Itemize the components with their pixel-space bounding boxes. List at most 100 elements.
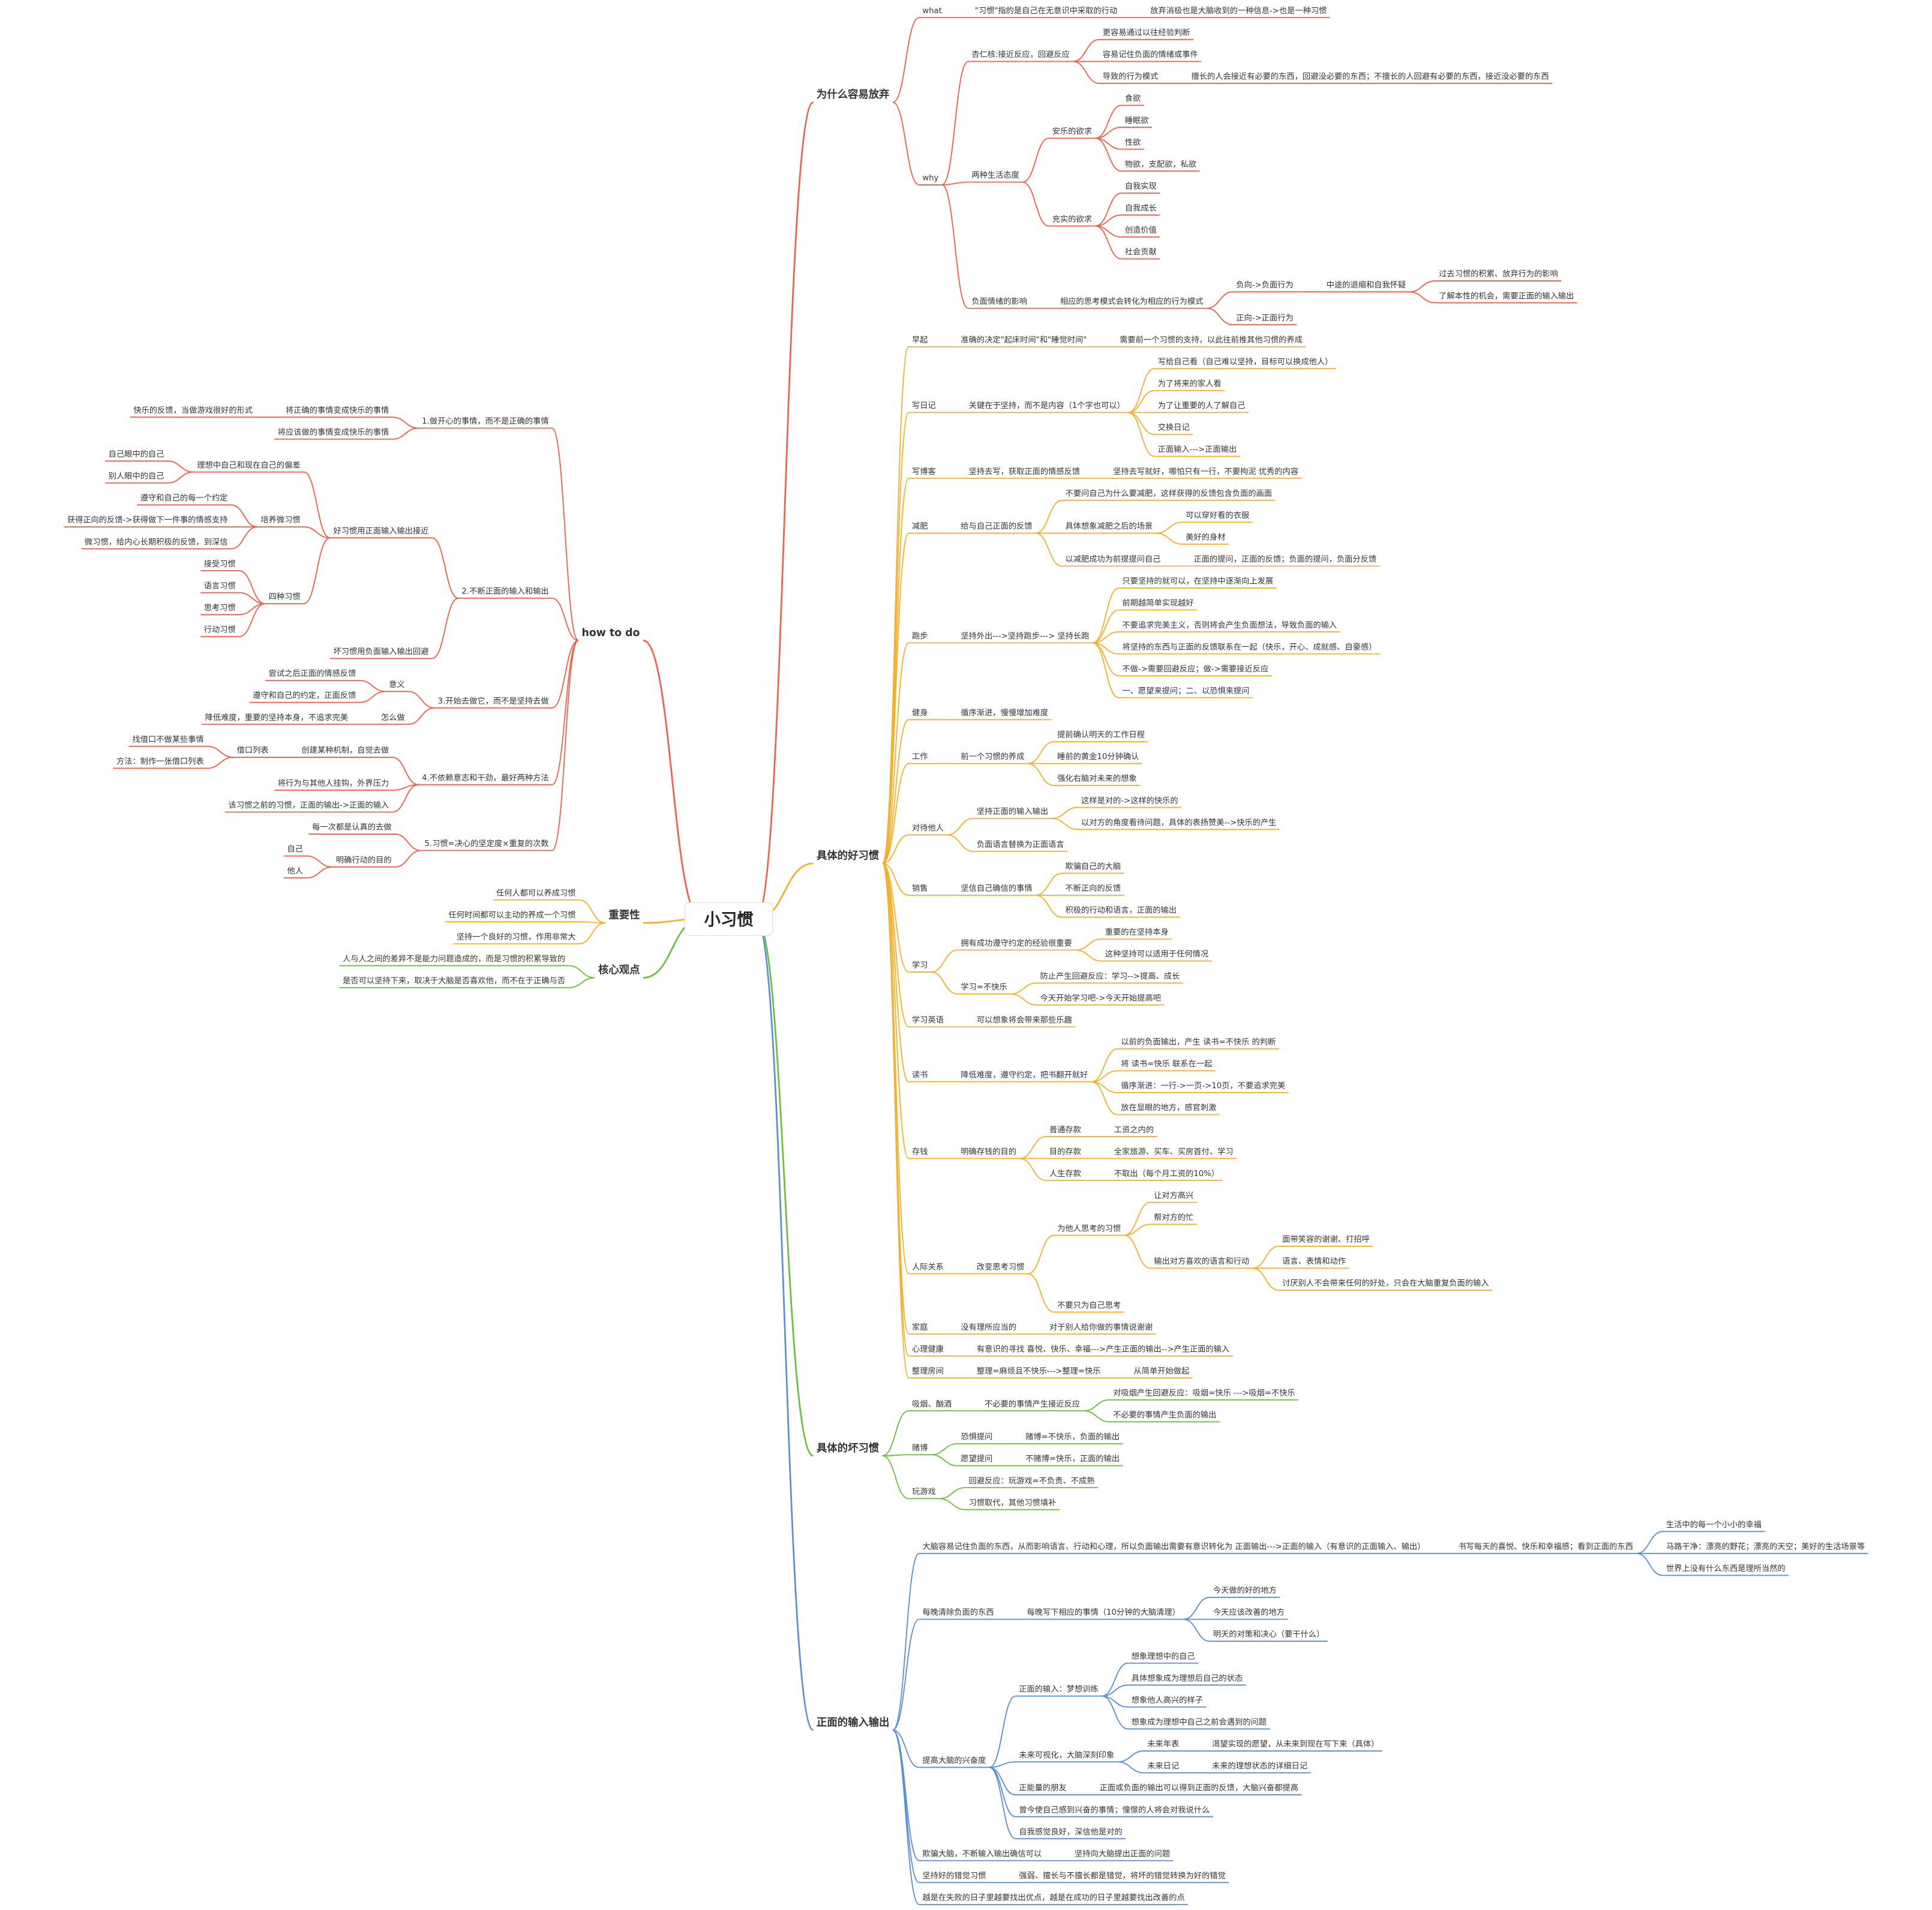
node-text[interactable]: 全家旅游、买车、买房首付、学习 xyxy=(1114,1146,1234,1156)
node-text[interactable]: 找借口不做某些事情 xyxy=(133,734,204,744)
node-text[interactable]: 坚持好的错觉习惯 xyxy=(922,1870,986,1881)
branch-title[interactable]: 重要性 xyxy=(608,909,640,922)
node-text[interactable]: 越是在失败的日子里越要找出优点，越是在成功的日子里越要找出改善的点 xyxy=(922,1893,1184,1903)
node-text[interactable]: 正能量的朋友 xyxy=(1019,1783,1067,1793)
node-text[interactable]: 提高大脑的兴奋度 xyxy=(922,1755,986,1765)
branch-title[interactable]: 正面的输入输出 xyxy=(817,1716,890,1729)
node-text[interactable]: 一、愿望来提问；二、以恐惧来提问 xyxy=(1122,686,1249,695)
node-text[interactable]: 跑步 xyxy=(912,631,928,641)
node-text[interactable]: 四种习惯 xyxy=(269,592,301,602)
node-text[interactable]: 语言习惯 xyxy=(204,580,236,590)
node-text[interactable]: 前一个习惯的养成 xyxy=(961,751,1024,761)
node-text[interactable]: 愿望提问 xyxy=(961,1454,992,1464)
node-text[interactable]: 该习惯之前的习惯，正面的输出->正面的输入 xyxy=(229,800,389,810)
node-text[interactable]: 正面输入--->正面输出 xyxy=(1158,445,1237,454)
node-text[interactable]: 今天应该改善的地方 xyxy=(1213,1607,1285,1617)
node-text[interactable]: 欺骗自己的大脑 xyxy=(1065,862,1121,871)
node-text[interactable]: 工作 xyxy=(912,752,928,761)
node-text[interactable]: 讨厌别人不会带来任何的好处，只会在大脑重复负面的输入 xyxy=(1282,1279,1489,1288)
node-text[interactable]: 强弱、擅长与不擅长都是错觉，将坏的错觉转换为好的错觉 xyxy=(1019,1870,1226,1881)
node-text[interactable]: 学习 xyxy=(912,961,928,970)
node-text[interactable]: 社会贡献 xyxy=(1125,247,1157,257)
branch-title[interactable]: 核心观点 xyxy=(598,964,640,976)
node-text[interactable]: 玩游戏 xyxy=(912,1487,936,1497)
node-text[interactable]: 学习英语 xyxy=(912,1015,944,1025)
node-text[interactable]: 正向->正面行为 xyxy=(1236,313,1293,323)
node-text[interactable]: 将正确的事情变成快乐的事情 xyxy=(286,406,389,415)
node-text[interactable]: 正面的输入：梦想训练 xyxy=(1019,1684,1099,1694)
node-text[interactable]: 整理=麻烦且不快乐--->整理=快乐 xyxy=(977,1366,1101,1376)
node-text[interactable]: 将应该做的事情变成快乐的事情 xyxy=(278,427,389,437)
node-text[interactable]: 语言、表情和动作 xyxy=(1282,1257,1346,1266)
node-text[interactable]: 4.不依赖意志和干劲，最好两种方法 xyxy=(422,772,548,782)
node-text[interactable]: 遵守和自己的约定，正面反馈 xyxy=(253,690,356,700)
node-text[interactable]: 负向->负面行为 xyxy=(1236,280,1293,290)
node-text[interactable]: 获得正向的反馈->获得做下一件事的情感支持 xyxy=(67,515,228,525)
node-text[interactable]: 怎么做 xyxy=(381,713,405,722)
node-text[interactable]: 想象成为理想中自己之前会遇到的问题 xyxy=(1132,1717,1267,1727)
node-text[interactable]: 书写每天的喜悦、快乐和幸福感；看到正面的东西 xyxy=(1458,1542,1633,1552)
node-text[interactable]: 前期越简单实现越好 xyxy=(1122,598,1193,608)
node-text[interactable]: 可以穿好看的衣服 xyxy=(1186,511,1249,520)
node-text[interactable]: 相应的思考模式会转化为相应的行为模式 xyxy=(1060,296,1204,306)
node-text[interactable]: 降低难度，重要的坚持本身，不追求完美 xyxy=(205,713,349,722)
node-text[interactable]: 这样是对的->这样的快乐的 xyxy=(1081,795,1178,805)
node-text[interactable]: 安乐的欲求 xyxy=(1052,127,1092,136)
node-text[interactable]: 让对方高兴 xyxy=(1154,1190,1193,1200)
node-text[interactable]: 创造价值 xyxy=(1125,226,1157,235)
node-text[interactable]: 自己 xyxy=(287,844,303,854)
node-text[interactable]: 每晚清除负面的东西 xyxy=(922,1608,994,1617)
node-text[interactable]: 任何人都可以养成习惯 xyxy=(496,887,576,898)
node-text[interactable]: 每晚写下相应的事情（10分钟的大脑清理） xyxy=(1027,1607,1180,1617)
node-text[interactable]: 更容易通过以往经验判断 xyxy=(1103,28,1190,38)
node-text[interactable]: 对吸烟产生回避反应：吸烟=快乐 --->吸烟=不快乐 xyxy=(1113,1388,1295,1398)
node-text[interactable]: 自我实现 xyxy=(1125,181,1157,191)
node-text[interactable]: 明确存钱的目的 xyxy=(961,1147,1016,1156)
node-text[interactable]: 自我成长 xyxy=(1125,203,1157,213)
node-text[interactable]: 杏仁核:接近反应，回避反应 xyxy=(971,49,1069,59)
node-text[interactable]: 心理健康 xyxy=(912,1344,944,1354)
node-text[interactable]: 放在显眼的地方，感官刺激 xyxy=(1121,1102,1216,1113)
node-text[interactable]: 可以想象将会带来那些乐趣 xyxy=(977,1015,1072,1025)
node-text[interactable]: 微习惯，给内心长期积极的反馈，到深信 xyxy=(85,536,228,547)
node-text[interactable]: 2.不断正面的输入和输出 xyxy=(461,587,548,596)
node-text[interactable]: 坏习惯用负面输入输出回避 xyxy=(334,646,429,656)
node-text[interactable]: 为了让重要的人了解自己 xyxy=(1158,401,1246,410)
node-text[interactable]: 两种生活态度 xyxy=(971,170,1019,180)
node-text[interactable]: 不必要的事情产生负面的输出 xyxy=(1113,1410,1216,1420)
node-text[interactable]: 减肥 xyxy=(912,521,928,531)
node-text[interactable]: 不取出（每个月工资的10%） xyxy=(1114,1169,1219,1179)
node-text[interactable]: 循序渐进，慢慢增加难度 xyxy=(961,707,1048,718)
branch-title[interactable]: 具体的好习惯 xyxy=(816,850,880,862)
node-text[interactable]: 坚信自己确信的事情 xyxy=(961,884,1032,893)
node-text[interactable]: 意义 xyxy=(389,679,405,689)
node-text[interactable]: 负面情绪的影响 xyxy=(971,296,1027,306)
node-text[interactable]: 以对方的角度看待问题，具体的表扬赞美-->快乐的产生 xyxy=(1081,818,1276,827)
node-text[interactable]: 物欲，支配欲，私欲 xyxy=(1125,160,1196,169)
node-text[interactable]: 赌博 xyxy=(912,1443,928,1453)
node-text[interactable]: 对于别人给你做的事情说谢谢 xyxy=(1049,1323,1153,1332)
node-text[interactable]: 负面语言替换为正面语言 xyxy=(977,839,1064,849)
node-text[interactable]: 准确的决定"起床时间"和"睡觉时间" xyxy=(961,335,1087,344)
node-text[interactable]: 不要只为自己思考 xyxy=(1057,1300,1121,1310)
node-text[interactable]: 自己眼中的自己 xyxy=(109,449,164,459)
node-text[interactable]: 1.做开心的事情，而不是正确的事情 xyxy=(422,416,548,426)
node-text[interactable]: 培养微习惯 xyxy=(260,515,300,525)
node-text[interactable]: 只要坚持的就可以，在坚持中逐渐向上发展 xyxy=(1122,577,1273,586)
node-text[interactable]: 睡前的黄金10分钟确认 xyxy=(1057,751,1139,761)
node-text[interactable]: 将 读书=快乐 联系在一起 xyxy=(1121,1059,1212,1069)
node-text[interactable]: 不要追求完美主义，否则将会产生负面想法，导致负面的输入 xyxy=(1122,620,1337,630)
node-text[interactable]: 正面或负面的输出可以得到正面的反馈，大脑兴奋都提高 xyxy=(1100,1783,1298,1793)
node-text[interactable]: 这种坚持可以适用于任何情况 xyxy=(1105,949,1208,959)
node-text[interactable]: 行动习惯 xyxy=(204,625,236,635)
node-text[interactable]: 曾今使自己感到兴奋的事情；憧憬的人将会对我说什么 xyxy=(1019,1804,1210,1815)
node-text[interactable]: 睡眠欲 xyxy=(1125,116,1149,125)
node-text[interactable]: 今天做的好的地方 xyxy=(1213,1586,1277,1596)
node-text[interactable]: 重要的在坚持本身 xyxy=(1105,928,1169,937)
node-text[interactable]: 性欲 xyxy=(1125,137,1141,147)
node-text[interactable]: 人与人之间的差异不是能力问题造成的，而是习惯的积累导致的 xyxy=(343,953,565,964)
node-text[interactable]: 吸烟、酗酒 xyxy=(912,1399,952,1409)
node-text[interactable]: 写博客 xyxy=(912,466,936,476)
node-text[interactable]: 降低难度，遵守约定，把书翻开就好 xyxy=(961,1069,1088,1080)
node-text[interactable]: 循序渐进：一行->一页->10页，不要追求完美 xyxy=(1121,1081,1285,1091)
